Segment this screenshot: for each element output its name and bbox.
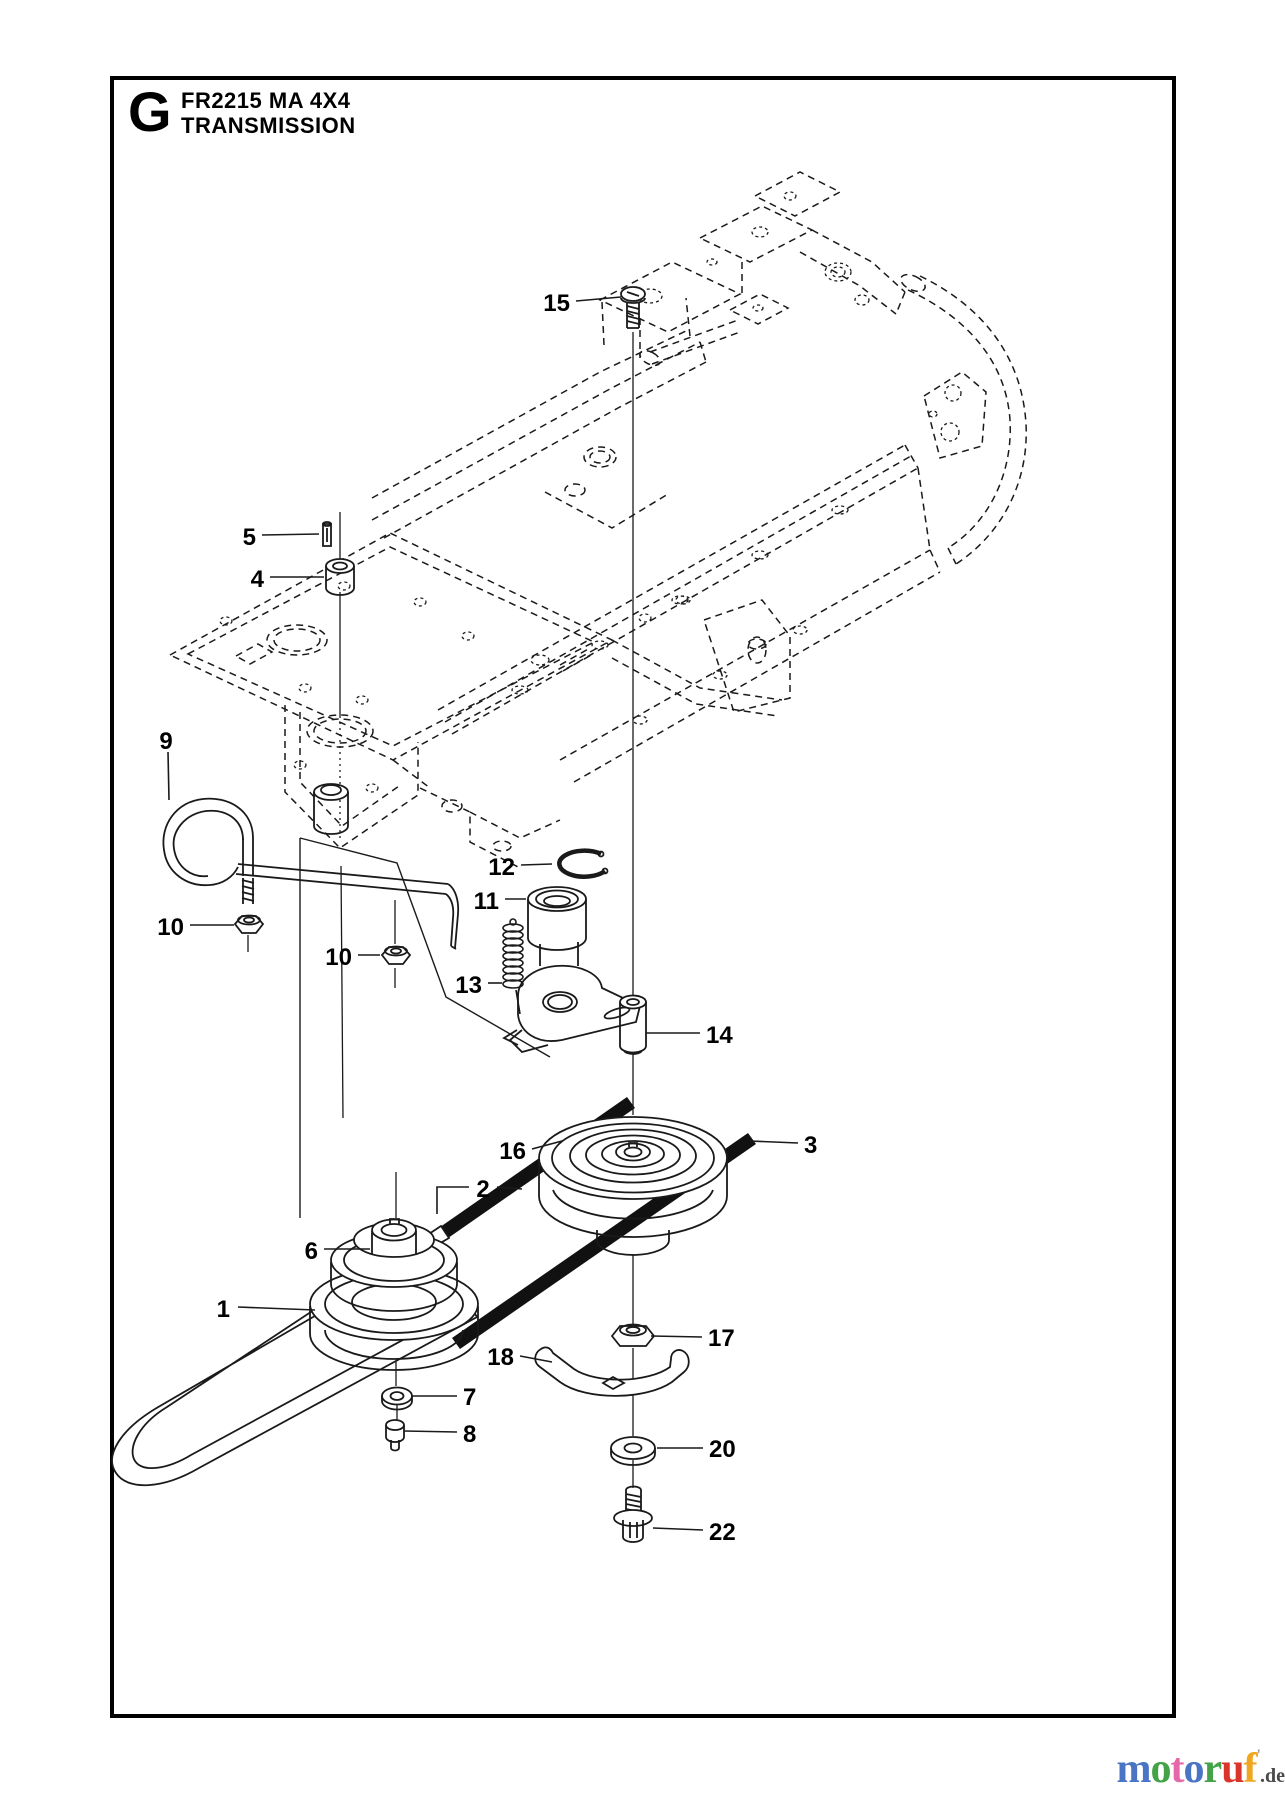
model-title: FR2215 MA 4X4 xyxy=(181,88,351,113)
part-spacer-4 xyxy=(325,558,355,596)
callout-label-16: 16 xyxy=(499,1138,526,1165)
callout-label-10: 10 xyxy=(157,914,184,941)
watermark-letter: m xyxy=(1116,1746,1152,1792)
callout-leader-15 xyxy=(575,296,622,302)
callout-leader-22 xyxy=(652,1527,704,1531)
callout-label-13: 13 xyxy=(455,972,482,999)
callout-label-17: 17 xyxy=(708,1325,735,1352)
callout-label-8: 8 xyxy=(463,1421,476,1448)
part-idler-pulley-16 xyxy=(538,1116,728,1256)
callout-leader-17 xyxy=(650,1335,703,1338)
page-header: FR2215 MA 4X4 TRANSMISSION xyxy=(181,88,356,138)
callout-label-6: 6 xyxy=(305,1238,318,1265)
callout-leader-1 xyxy=(237,1306,316,1311)
section-letter: G xyxy=(128,80,172,143)
callout-label-15: 15 xyxy=(543,290,570,317)
diagram-border xyxy=(110,76,1176,1718)
callout-label-7: 7 xyxy=(463,1384,476,1411)
callout-label-5: 5 xyxy=(243,524,256,551)
callout-leader-2 xyxy=(436,1186,469,1214)
part-retaining-ring-12 xyxy=(557,848,609,879)
part-pin-5 xyxy=(322,521,332,547)
part-flange-bolt-22 xyxy=(613,1485,653,1543)
watermark-letter: o xyxy=(1183,1746,1205,1792)
callout-label-10: 10 xyxy=(325,944,352,971)
callout-leader-12 xyxy=(520,863,553,866)
part-screw-15 xyxy=(620,286,646,329)
part-sleeve-tension-arm-11 xyxy=(502,886,642,1054)
part-washer-20 xyxy=(610,1436,656,1466)
frame-hole-details xyxy=(219,191,962,793)
watermark-letter: r xyxy=(1203,1746,1223,1792)
callout-leader-3 xyxy=(749,1140,799,1144)
callout-label-18: 18 xyxy=(487,1344,514,1371)
part-spring-13 xyxy=(502,918,524,1015)
part-spacer-14 xyxy=(619,994,647,1055)
watermark-letter: f xyxy=(1243,1746,1258,1792)
callout-leader-9 xyxy=(167,751,170,801)
callout-leader-8 xyxy=(403,1430,458,1433)
watermark-motoruf: motoruf'.de xyxy=(1085,1746,1285,1792)
part-bolt-8 xyxy=(385,1419,405,1452)
callout-label-14: 14 xyxy=(706,1022,733,1049)
tractor-frame-wireframe xyxy=(168,171,1027,869)
watermark-letter: u xyxy=(1221,1746,1244,1792)
frame-pivot-post xyxy=(313,783,349,835)
callout-leader-5 xyxy=(261,533,320,536)
exploded-parts xyxy=(111,286,728,1543)
callout-label-2: 2 xyxy=(476,1176,489,1203)
callout-label-4: 4 xyxy=(251,566,265,593)
callout-leader-16 xyxy=(531,1140,563,1150)
callout-label-20: 20 xyxy=(709,1436,736,1463)
part-nut-17 xyxy=(610,1323,656,1347)
callout-label-11: 11 xyxy=(474,888,499,915)
part-nut-10-left xyxy=(233,914,265,934)
part-hook-rod-9 xyxy=(162,797,460,950)
callout-label-3: 3 xyxy=(804,1132,817,1159)
section-title: TRANSMISSION xyxy=(181,113,356,138)
watermark-tick: ' xyxy=(1256,1747,1262,1764)
watermark-letter: o xyxy=(1150,1746,1172,1792)
part-nut-10-right xyxy=(380,945,412,965)
part-belt-1 xyxy=(111,1224,479,1487)
part-clutch-pulley-6 xyxy=(309,1218,479,1371)
assembly-axis-lines xyxy=(247,332,634,1488)
callout-leader-2 xyxy=(496,1186,523,1190)
callout-leader-18 xyxy=(519,1355,553,1363)
callout-label-12: 12 xyxy=(488,854,515,881)
watermark-suffix: .de xyxy=(1260,1765,1285,1787)
detail-wedge-lines xyxy=(299,837,551,1218)
callout-label-22: 22 xyxy=(709,1519,736,1546)
callout-label-9: 9 xyxy=(159,728,172,755)
part-belt-keeper-18 xyxy=(534,1346,690,1397)
watermark-letter: t xyxy=(1170,1746,1185,1792)
callout-label-1: 1 xyxy=(217,1296,230,1323)
